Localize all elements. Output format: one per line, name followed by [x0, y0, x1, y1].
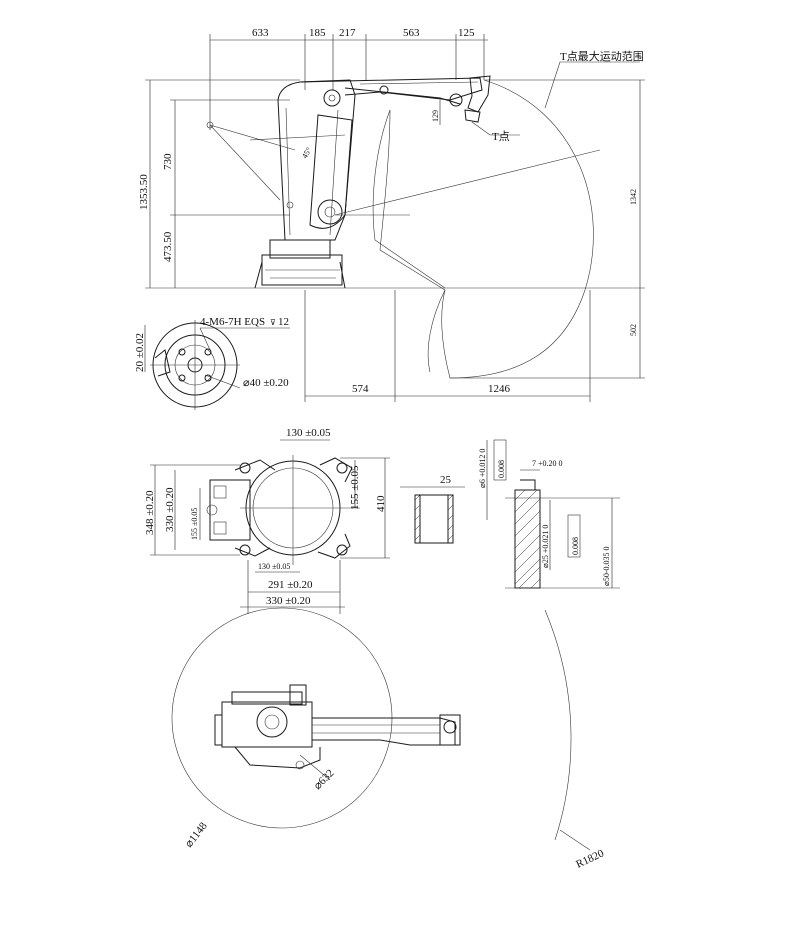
dim-20-flange: 20 ±0.02 [134, 333, 146, 372]
left-dimensions: 1353.50 730 473.50 [138, 79, 300, 288]
dim-410: 410 [375, 495, 387, 512]
bottom-dimensions: 574 1246 [304, 290, 591, 402]
dim-291: 291 ±0.20 [268, 579, 313, 591]
pin-detail: 25 ⌀6 +0.012 0 0.008 7 +0.20 0 ⌀25 +0.02 [400, 439, 620, 589]
dim-40-flange: ⌀40 ±0.20 [243, 377, 289, 389]
top-view: ⌀632 ⌀1148 R1820 [171, 607, 606, 871]
flange-depth: 12 [278, 316, 289, 328]
flange-view: 4-M6-7H EQS ⊽ 12 20 ±0.02 ⌀40 ±0.20 [134, 316, 290, 410]
dim-50-diameter: ⌀50-0.035 0 [602, 547, 611, 586]
dim-r1820: R1820 [574, 847, 606, 870]
flange-holes-note: 4-M6-7H EQS [200, 316, 265, 328]
dim-330-left: 330 ±0.20 [164, 487, 176, 532]
dim-330-bottom: 330 ±0.20 [266, 595, 311, 607]
dim-473-50: 473.50 [162, 231, 174, 262]
dim-730: 730 [162, 153, 174, 170]
right-dimensions: 1342 502 [450, 79, 645, 379]
dim-155-right: 155 ±0.05 [349, 465, 361, 510]
t-point-label: T点 [492, 130, 510, 143]
dim-125: 125 [458, 27, 475, 39]
dim-130-bottom: 130 ±0.05 [258, 562, 290, 571]
base-plan-view: 130 ±0.05 155 ±0.05 410 348 ±0.20 330 ±0… [144, 427, 390, 614]
dim-1342: 1342 [629, 189, 638, 205]
dim-348: 348 ±0.20 [144, 490, 156, 535]
dim-217: 217 [339, 27, 356, 39]
dim-1246: 1246 [488, 383, 511, 395]
tol-frame-2: 0.008 [571, 537, 580, 555]
dim-1353-50: 1353.50 [138, 174, 150, 210]
dim-25-diameter: ⌀25 +0.021 0 [541, 525, 550, 568]
dim-7-pin: 7 +0.20 0 [532, 459, 563, 468]
top-dimension-chain: 633 185 217 563 125 [209, 27, 488, 130]
t-range-label: T点最大运动范围 [560, 49, 644, 63]
dim-185: 185 [309, 27, 326, 39]
flange-depth-symbol: ⊽ [270, 318, 276, 327]
dim-6-pin: ⌀6 +0.012 0 [478, 449, 487, 488]
t-range-label-group: T点最大运动范围 [544, 49, 644, 109]
dim-25-pin: 25 [440, 474, 452, 486]
tol-frame-1: 0.008 [497, 460, 506, 478]
dim-1148: ⌀1148 [183, 820, 210, 850]
side-view: 633 185 217 563 125 1353.50 730 473.50 [138, 27, 645, 402]
dim-563: 563 [403, 27, 420, 39]
construction-lines: 45° [206, 121, 601, 216]
dim-574: 574 [352, 383, 369, 395]
dim-155-left: 155 ±0.05 [190, 508, 199, 540]
dim-129: 129 [431, 110, 440, 122]
dim-632: ⌀632 [312, 767, 337, 792]
angle-45: 45° [300, 146, 313, 160]
dim-129-group: 129 [431, 100, 441, 125]
motion-envelope [372, 79, 594, 379]
dim-502: 502 [629, 324, 638, 336]
robot-arm-top [214, 684, 461, 770]
robot-arm-side [254, 75, 491, 289]
t-point-label-group: T点 [471, 121, 520, 143]
dim-633: 633 [252, 27, 269, 39]
dim-130-top: 130 ±0.05 [286, 427, 331, 439]
